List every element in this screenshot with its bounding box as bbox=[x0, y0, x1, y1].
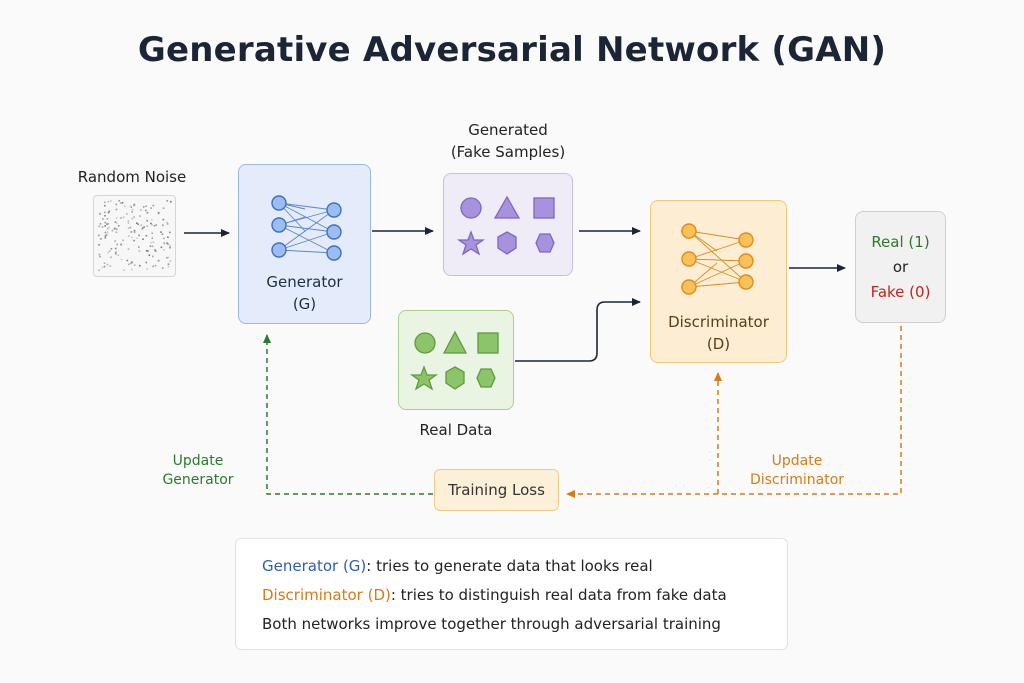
real-diamond-hex-icon bbox=[445, 366, 465, 390]
arrow-real-to-discriminator bbox=[515, 298, 641, 362]
update-discriminator-line2: Discriminator bbox=[749, 472, 845, 488]
discriminator-network-icon bbox=[681, 223, 754, 295]
discriminator-title-line2: (D) bbox=[706, 335, 731, 353]
noise-node bbox=[93, 195, 176, 277]
update-discriminator-line1: Update bbox=[771, 453, 823, 469]
output-node: Real (1) or Fake (0) bbox=[855, 211, 946, 323]
noise-texture-icon bbox=[98, 200, 172, 272]
fake-samples-node bbox=[443, 173, 573, 276]
generated-label-line2: (Fake Samples) bbox=[450, 143, 566, 161]
generator-network-icon bbox=[271, 195, 342, 261]
real-square-icon bbox=[477, 332, 499, 354]
fake-circle-icon bbox=[460, 197, 482, 219]
fake-square-icon bbox=[533, 197, 555, 219]
real-samples-node bbox=[398, 310, 514, 410]
generator-title-line1: Generator bbox=[266, 273, 343, 291]
diagram-title: Generative Adversarial Network (GAN) bbox=[137, 30, 887, 70]
generated-label: Generated (Fake Samples) bbox=[425, 119, 591, 163]
fake-star-icon bbox=[456, 230, 486, 256]
training-loss-label: Training Loss bbox=[448, 481, 545, 499]
legend-generator: Generator (G): tries to generate data th… bbox=[262, 557, 653, 575]
update-generator-line1: Update bbox=[172, 453, 224, 469]
legend-discriminator-desc: : tries to distinguish real data from fa… bbox=[390, 586, 727, 604]
legend-generator-desc: : tries to generate data that looks real bbox=[366, 557, 653, 575]
fake-hexagon-icon bbox=[535, 233, 555, 253]
arrow-loss-to-generator bbox=[263, 334, 433, 495]
output-real: Real (1) bbox=[871, 233, 930, 251]
training-loss-node: Training Loss bbox=[434, 469, 559, 511]
generated-label-line1: Generated bbox=[468, 121, 548, 139]
update-generator-line2: Generator bbox=[162, 472, 234, 488]
generator-title-line2: (G) bbox=[292, 295, 317, 313]
generator-title: Generator (G) bbox=[239, 271, 370, 315]
legend-summary: Both networks improve together through a… bbox=[262, 615, 721, 633]
output-or: or bbox=[892, 258, 909, 276]
real-data-label: Real Data bbox=[419, 421, 493, 439]
discriminator-node: Discriminator (D) bbox=[650, 200, 787, 363]
real-hexagon-icon bbox=[476, 368, 496, 388]
legend-panel: Generator (G): tries to generate data th… bbox=[235, 538, 788, 650]
fake-triangle-icon bbox=[493, 195, 521, 219]
update-generator-label: Update Generator bbox=[148, 452, 248, 490]
discriminator-title-line1: Discriminator bbox=[668, 313, 769, 331]
real-triangle-icon bbox=[442, 330, 468, 354]
update-discriminator-label: Update Discriminator bbox=[737, 452, 857, 490]
noise-label: Random Noise bbox=[77, 168, 187, 186]
legend-discriminator-term: Discriminator (D) bbox=[262, 586, 391, 604]
generator-node: Generator (G) bbox=[238, 164, 371, 324]
real-star-icon bbox=[409, 365, 439, 391]
legend-generator-term: Generator (G) bbox=[262, 557, 367, 575]
arrow-output-to-loss bbox=[566, 326, 902, 498]
fake-samples-icons bbox=[456, 195, 555, 256]
real-samples-icons bbox=[409, 330, 499, 391]
legend-discriminator: Discriminator (D): tries to distinguish … bbox=[262, 586, 727, 604]
real-circle-icon bbox=[414, 332, 436, 354]
output-fake: Fake (0) bbox=[870, 283, 931, 301]
fake-diamond-hex-icon bbox=[497, 231, 517, 255]
discriminator-title: Discriminator (D) bbox=[651, 311, 786, 355]
